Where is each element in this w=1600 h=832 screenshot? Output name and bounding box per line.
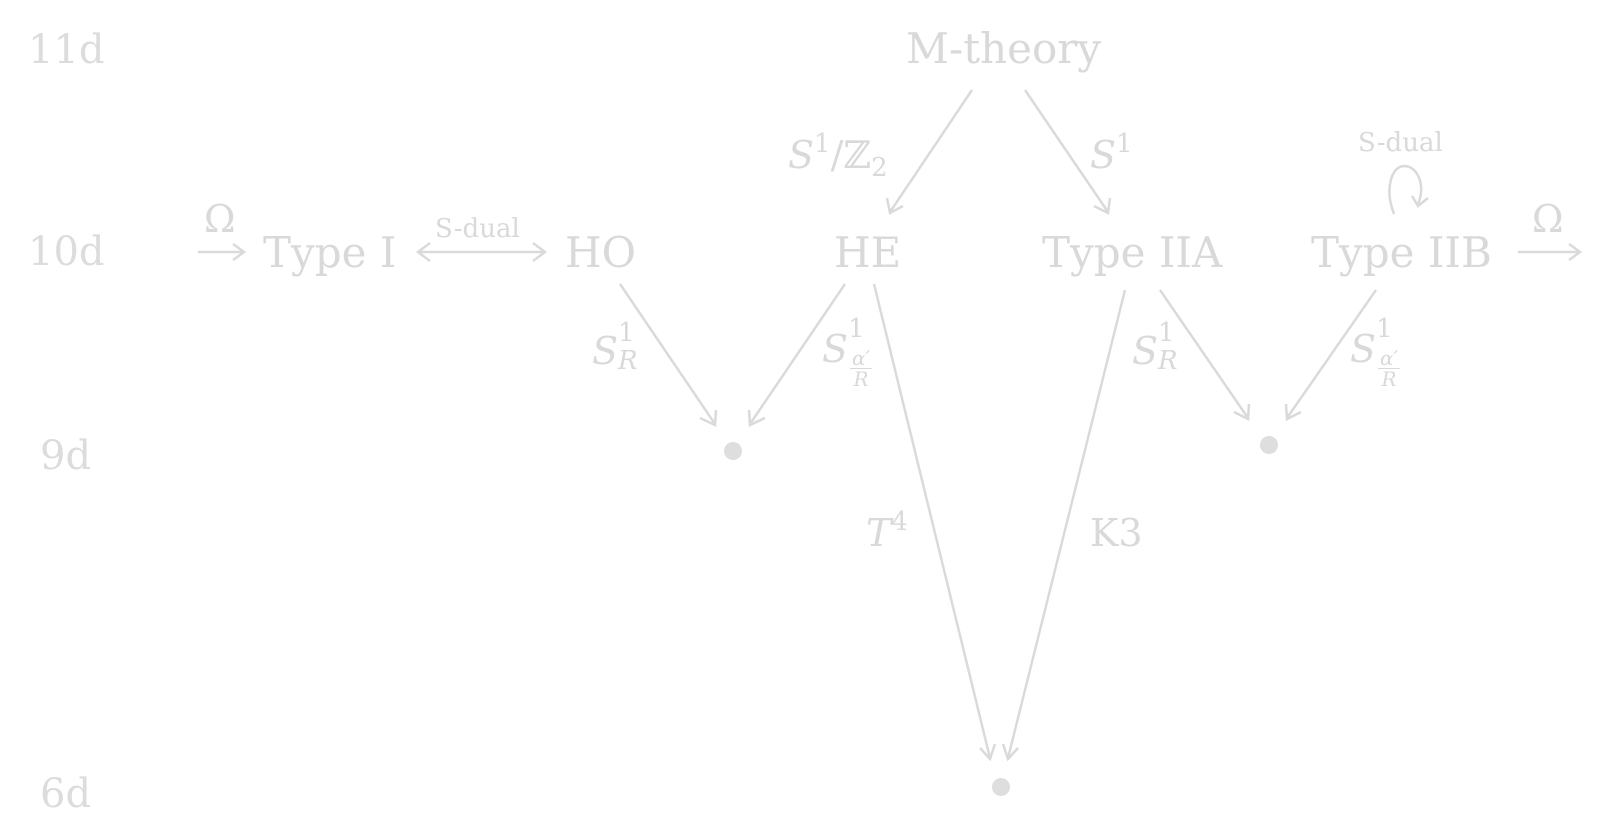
label-iib-sa-den: R [1381, 367, 1397, 391]
label-ho-sr-base: S [592, 329, 619, 373]
label-s-dual-typei-ho: S-dual [435, 214, 520, 244]
label-t4: T4 [866, 509, 908, 555]
label-ho-sr-sup: 1 [618, 318, 635, 348]
arrowhead-omega-right [1568, 242, 1583, 262]
label-s1-z2-sub: 2 [871, 153, 888, 183]
label-s1-iia: S1 [1090, 131, 1133, 177]
dimension-label-6d: 6d [40, 771, 92, 817]
self-loop-iib [1388, 164, 1423, 215]
point-9d-right [1260, 436, 1278, 454]
label-omega-right: Ω [1532, 197, 1564, 241]
label-he-sa-base: S [822, 327, 849, 371]
arrowhead-typei-ho-left [415, 242, 431, 262]
label-iib-sa-base: S [1350, 327, 1377, 371]
label-s1-z2-base: S [788, 133, 815, 177]
node-he: HE [834, 228, 902, 277]
label-s-dual-iib: S-dual [1358, 128, 1443, 158]
arrow-he-9d [748, 283, 847, 425]
label-s1-z2-sup: 1 [814, 129, 831, 159]
label-he-sa-sup: 1 [848, 314, 865, 344]
label-iib-sa-num: α′ [1378, 346, 1401, 370]
arrow-iib-9d [1285, 289, 1378, 419]
label-ho-sr-sub: R [618, 346, 638, 376]
arrowhead-iia-6d [1001, 743, 1019, 762]
arrowhead-typei-ho-right [532, 242, 548, 262]
arrowhead-he-9d [747, 409, 766, 427]
node-ho: HO [565, 228, 637, 277]
arrow-mtheory-iia [1023, 89, 1110, 213]
point-9d-left [724, 442, 742, 460]
point-6d [992, 778, 1010, 796]
arrowhead-mtheory-he [885, 197, 904, 215]
dimension-label-10d: 10d [28, 229, 105, 275]
label-s1-z2: S1/ℤ2 [788, 131, 888, 181]
arrowhead-ho-9d [699, 409, 718, 427]
arrowhead-mtheory-iia [1093, 197, 1112, 215]
label-he-sa-den: R [853, 367, 869, 391]
dimension-label-9d: 9d [40, 433, 92, 479]
label-he-sa-num: α′ [850, 346, 873, 370]
node-m-theory: M-theory [906, 24, 1102, 73]
label-iib-sa-sup: 1 [1376, 314, 1393, 344]
label-s1-iia-base: S [1090, 133, 1117, 177]
arrowhead-self-loop-iib [1410, 195, 1429, 208]
node-type-iib: Type IIB [1311, 228, 1492, 277]
label-k3: K3 [1090, 511, 1143, 555]
label-s1-iia-sup: 1 [1116, 129, 1133, 159]
arrowhead-he-6d [979, 743, 997, 762]
arrow-mtheory-he [888, 89, 974, 213]
arrowhead-iib-9d [1284, 403, 1302, 421]
arrowhead-iia-9d [1233, 403, 1251, 421]
node-type-iia: Type IIA [1042, 228, 1223, 277]
node-type-i: Type I [263, 228, 397, 277]
arrow-he-6d [872, 283, 992, 759]
label-iia-sr-sub: R [1158, 346, 1178, 376]
arrow-iia-9d [1158, 289, 1250, 419]
label-t4-sup: 4 [891, 507, 908, 537]
dimension-label-11d: 11d [28, 27, 105, 73]
arrow-iia-6d [1006, 289, 1127, 759]
label-iia-sr-base: S [1132, 329, 1159, 373]
arrowhead-omega-left [232, 242, 247, 262]
label-t4-base: T [866, 511, 892, 555]
label-omega-left: Ω [204, 197, 236, 241]
label-iia-sr-sup: 1 [1158, 318, 1175, 348]
label-s1-z2-rest: /ℤ [830, 133, 872, 177]
arrow-ho-9d [618, 283, 717, 425]
